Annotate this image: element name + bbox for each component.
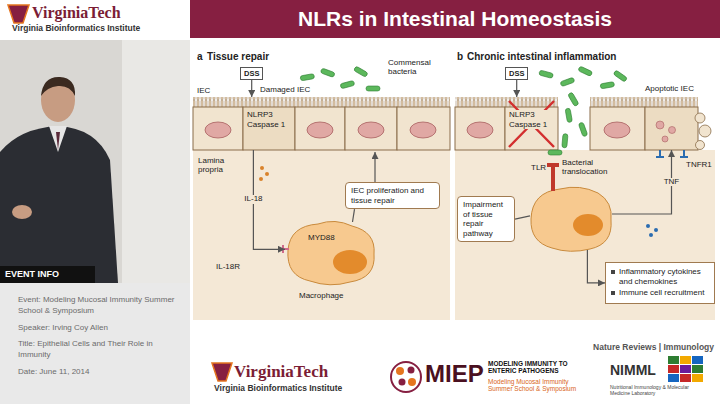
bullet-item: Immune cell recruitment xyxy=(611,288,709,298)
node-text: DSS xyxy=(244,69,259,78)
cell-heading: Apoptotic IEC xyxy=(645,84,694,93)
logo-emblem xyxy=(391,362,421,392)
connector xyxy=(353,209,355,222)
part-label: Commensal bacteria xyxy=(388,58,444,76)
panel-letter: a xyxy=(197,51,203,63)
epithelial-cell: Damaged IECNLRP3 Caspase 1 xyxy=(243,97,295,150)
cell-text: NLRP3 Caspase 1 xyxy=(509,110,555,129)
receptor-label: IL-18R xyxy=(216,262,240,271)
repair-arrow xyxy=(374,152,375,182)
dss-box: DSS xyxy=(240,67,263,80)
node-text: Impairment of tissue repair pathway xyxy=(463,200,509,238)
node-text: DSS xyxy=(509,69,524,78)
edge-label: TNF xyxy=(663,178,681,187)
cell-heading: Damaged IEC xyxy=(260,85,310,94)
molecule-label: MYD88 xyxy=(308,233,335,242)
title-bar xyxy=(190,0,720,38)
panel-title: Chronic intestinal inflammation xyxy=(467,51,616,63)
macrophage-cell xyxy=(283,221,374,284)
slide-title: NLRs in Intestinal Homeostasis xyxy=(190,0,720,38)
epithelium xyxy=(455,97,711,157)
dss-box: DSS xyxy=(505,67,528,80)
logo-text: Nutritional Immunology & Molecular Medic… xyxy=(610,385,706,397)
logo-emblem xyxy=(212,363,232,381)
logo-emblem xyxy=(8,5,29,23)
info-line: Speaker: Irving Coy Allen xyxy=(18,323,178,334)
bullet-box: Inflammatory cytokines and chemokinesImm… xyxy=(605,262,715,304)
process-box: Impairment of tissue repair pathway xyxy=(457,196,515,242)
panel-letter: b xyxy=(457,51,463,63)
bullet-item: Inflammatory cytokines and chemokines xyxy=(611,267,709,286)
region-label: Lamina propria xyxy=(198,156,238,174)
connector xyxy=(516,80,517,97)
bacteria xyxy=(300,66,380,91)
connector xyxy=(515,216,530,219)
speaker-video xyxy=(0,40,190,283)
epithelium xyxy=(193,97,450,150)
node-text: EVENT INFO xyxy=(5,269,95,280)
logo-text: Virginia Bioinformatics Institute xyxy=(214,384,342,394)
apoptotic-cell: Apoptotic IEC xyxy=(645,97,698,150)
info-panel: Event: Modeling Mucosal Immunity Summer … xyxy=(0,283,190,404)
connector xyxy=(251,80,252,97)
panel-title: Tissue repair xyxy=(207,51,269,63)
info-line: Date: June 11, 2014 xyxy=(18,367,178,378)
part-label: IEC xyxy=(197,86,210,95)
macrophage-cell xyxy=(531,163,611,251)
process-box: IEC proliferation and tissue repair xyxy=(345,182,440,209)
edge-label: IL-18 xyxy=(243,195,263,204)
process-label: Bacterial translocation xyxy=(562,158,622,176)
info-band: EVENT INFO xyxy=(0,266,95,283)
logo-text: NIMML xyxy=(610,362,656,378)
receptor-label: TNFR1 xyxy=(686,160,712,169)
logo-text: Virginia Bioinformatics Institute xyxy=(12,24,140,34)
logo-text: MIEP xyxy=(425,362,484,386)
epithelial-cell: NLRP3 Caspase 1 xyxy=(505,97,558,150)
node-text: IEC proliferation and tissue repair xyxy=(351,186,434,205)
receptor-name: TLR xyxy=(531,163,546,172)
cell-heading: Macrophage xyxy=(299,291,343,300)
source-credit: Nature Reviews | Immunology xyxy=(593,343,714,353)
connector xyxy=(587,250,605,283)
logo-text: MODELING IMMUNITY TO ENTERIC PATHOGENS xyxy=(488,360,572,374)
info-line: Event: Modeling Mucosal Immunity Summer … xyxy=(18,295,178,317)
info-line: Title: Epithelial Cells and Their Role i… xyxy=(18,339,178,361)
logo-text: VirginiaTech xyxy=(234,362,328,382)
logo-text: Modeling Mucosal Immunity Summer School … xyxy=(488,378,583,392)
logo-emblem xyxy=(668,356,703,382)
logo-text: VirginiaTech xyxy=(32,4,121,22)
cell-text: NLRP3 Caspase 1 xyxy=(247,110,293,129)
